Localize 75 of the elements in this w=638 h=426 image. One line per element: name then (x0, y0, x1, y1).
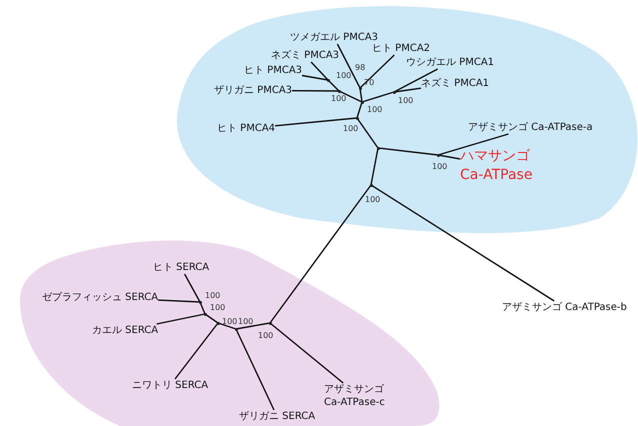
branch-point (370, 184, 372, 186)
tree-branch (359, 88, 363, 102)
branch-point (268, 322, 272, 324)
species-label: ツメガエル PMCA3 (290, 31, 378, 44)
tree-branch (292, 90, 339, 92)
tree-branch (378, 147, 438, 156)
tree-branch (370, 184, 555, 302)
species-label: ネズミ PMCA1 (421, 77, 490, 90)
tree-branch (370, 148, 379, 186)
branch-point (216, 322, 220, 324)
branch-point (204, 312, 206, 316)
species-label: ゼブラフィッシュ SERCA (42, 291, 158, 304)
tree-branch (394, 88, 422, 93)
branch-point (356, 116, 358, 120)
tree-branch (310, 62, 329, 80)
branch-point (234, 328, 238, 330)
tree-branch (158, 299, 200, 303)
tree-branch (184, 274, 201, 302)
branch-point (436, 154, 440, 156)
branch-point (326, 78, 330, 82)
tree-branch (338, 90, 362, 103)
tree-branch (156, 313, 206, 325)
branch-point (338, 90, 340, 92)
tree-branch (174, 322, 219, 380)
bootstrap-value: 100 (367, 105, 382, 114)
species-label: アザミサンゴ Ca-ATPase-b (502, 301, 627, 314)
tree-branch (360, 54, 395, 88)
species-label: ヒト PMCA2 (372, 42, 430, 55)
tree-branch (199, 302, 206, 314)
tree-branch (235, 328, 275, 410)
species-label: ネズミ PMCA3 (271, 49, 340, 62)
bootstrap-value: 100 (343, 124, 358, 133)
tree-branch (356, 118, 379, 148)
bootstrap-value: 70 (364, 78, 374, 87)
bootstrap-value: 98 (355, 63, 366, 72)
bootstrap-value: 100 (238, 317, 254, 326)
branch-point (358, 86, 362, 90)
bootstrap-value: 100 (205, 291, 220, 300)
bootstrap-value: 100 (365, 195, 380, 204)
species-label: ハマサンゴ Ca-ATPase (460, 147, 540, 185)
tree-branch (204, 313, 218, 324)
bootstrap-value: 100 (398, 96, 414, 105)
species-label: ヒト PMCA3 (244, 64, 302, 77)
species-label: アザミサンゴ Ca-ATPase-c (324, 383, 394, 409)
tree-branch (270, 322, 344, 384)
tree-branch (274, 117, 358, 126)
species-label: ウシガエル PMCA1 (406, 56, 494, 69)
species-label: カエル SERCA (92, 324, 158, 337)
bootstrap-value: 100 (331, 94, 346, 103)
tree-branch (362, 91, 394, 103)
tree-branch (236, 322, 270, 330)
tree-branch (328, 80, 340, 92)
species-label: ザリガニ PMCA3 (214, 84, 292, 97)
branch-point (392, 90, 396, 94)
bootstrap-value: 100 (336, 71, 352, 80)
bootstrap-value: 100 (432, 162, 448, 171)
branch-point (360, 100, 364, 104)
species-label: ヒト SERCA (153, 261, 210, 274)
tree-branch (218, 322, 236, 330)
bootstrap-value: 100 (222, 317, 238, 326)
branch-point (376, 146, 380, 150)
bootstrap-value: 100 (210, 303, 226, 312)
branch-point (198, 300, 202, 304)
tree-branch (356, 102, 363, 118)
tree-branch (269, 184, 372, 324)
tree-branch (336, 44, 361, 88)
bootstrap-value: 100 (258, 331, 274, 340)
tree-branch (438, 154, 460, 160)
tree-branch (394, 68, 438, 93)
species-label: ニワトリ SERCA (132, 379, 208, 392)
tree-branch (438, 133, 509, 156)
species-label: アザミサンゴ Ca-ATPase-a (468, 121, 593, 134)
species-label: ヒト PMCA4 (217, 122, 276, 135)
species-label: ザリガニ SERCA (239, 410, 316, 423)
tree-branch (302, 74, 328, 81)
